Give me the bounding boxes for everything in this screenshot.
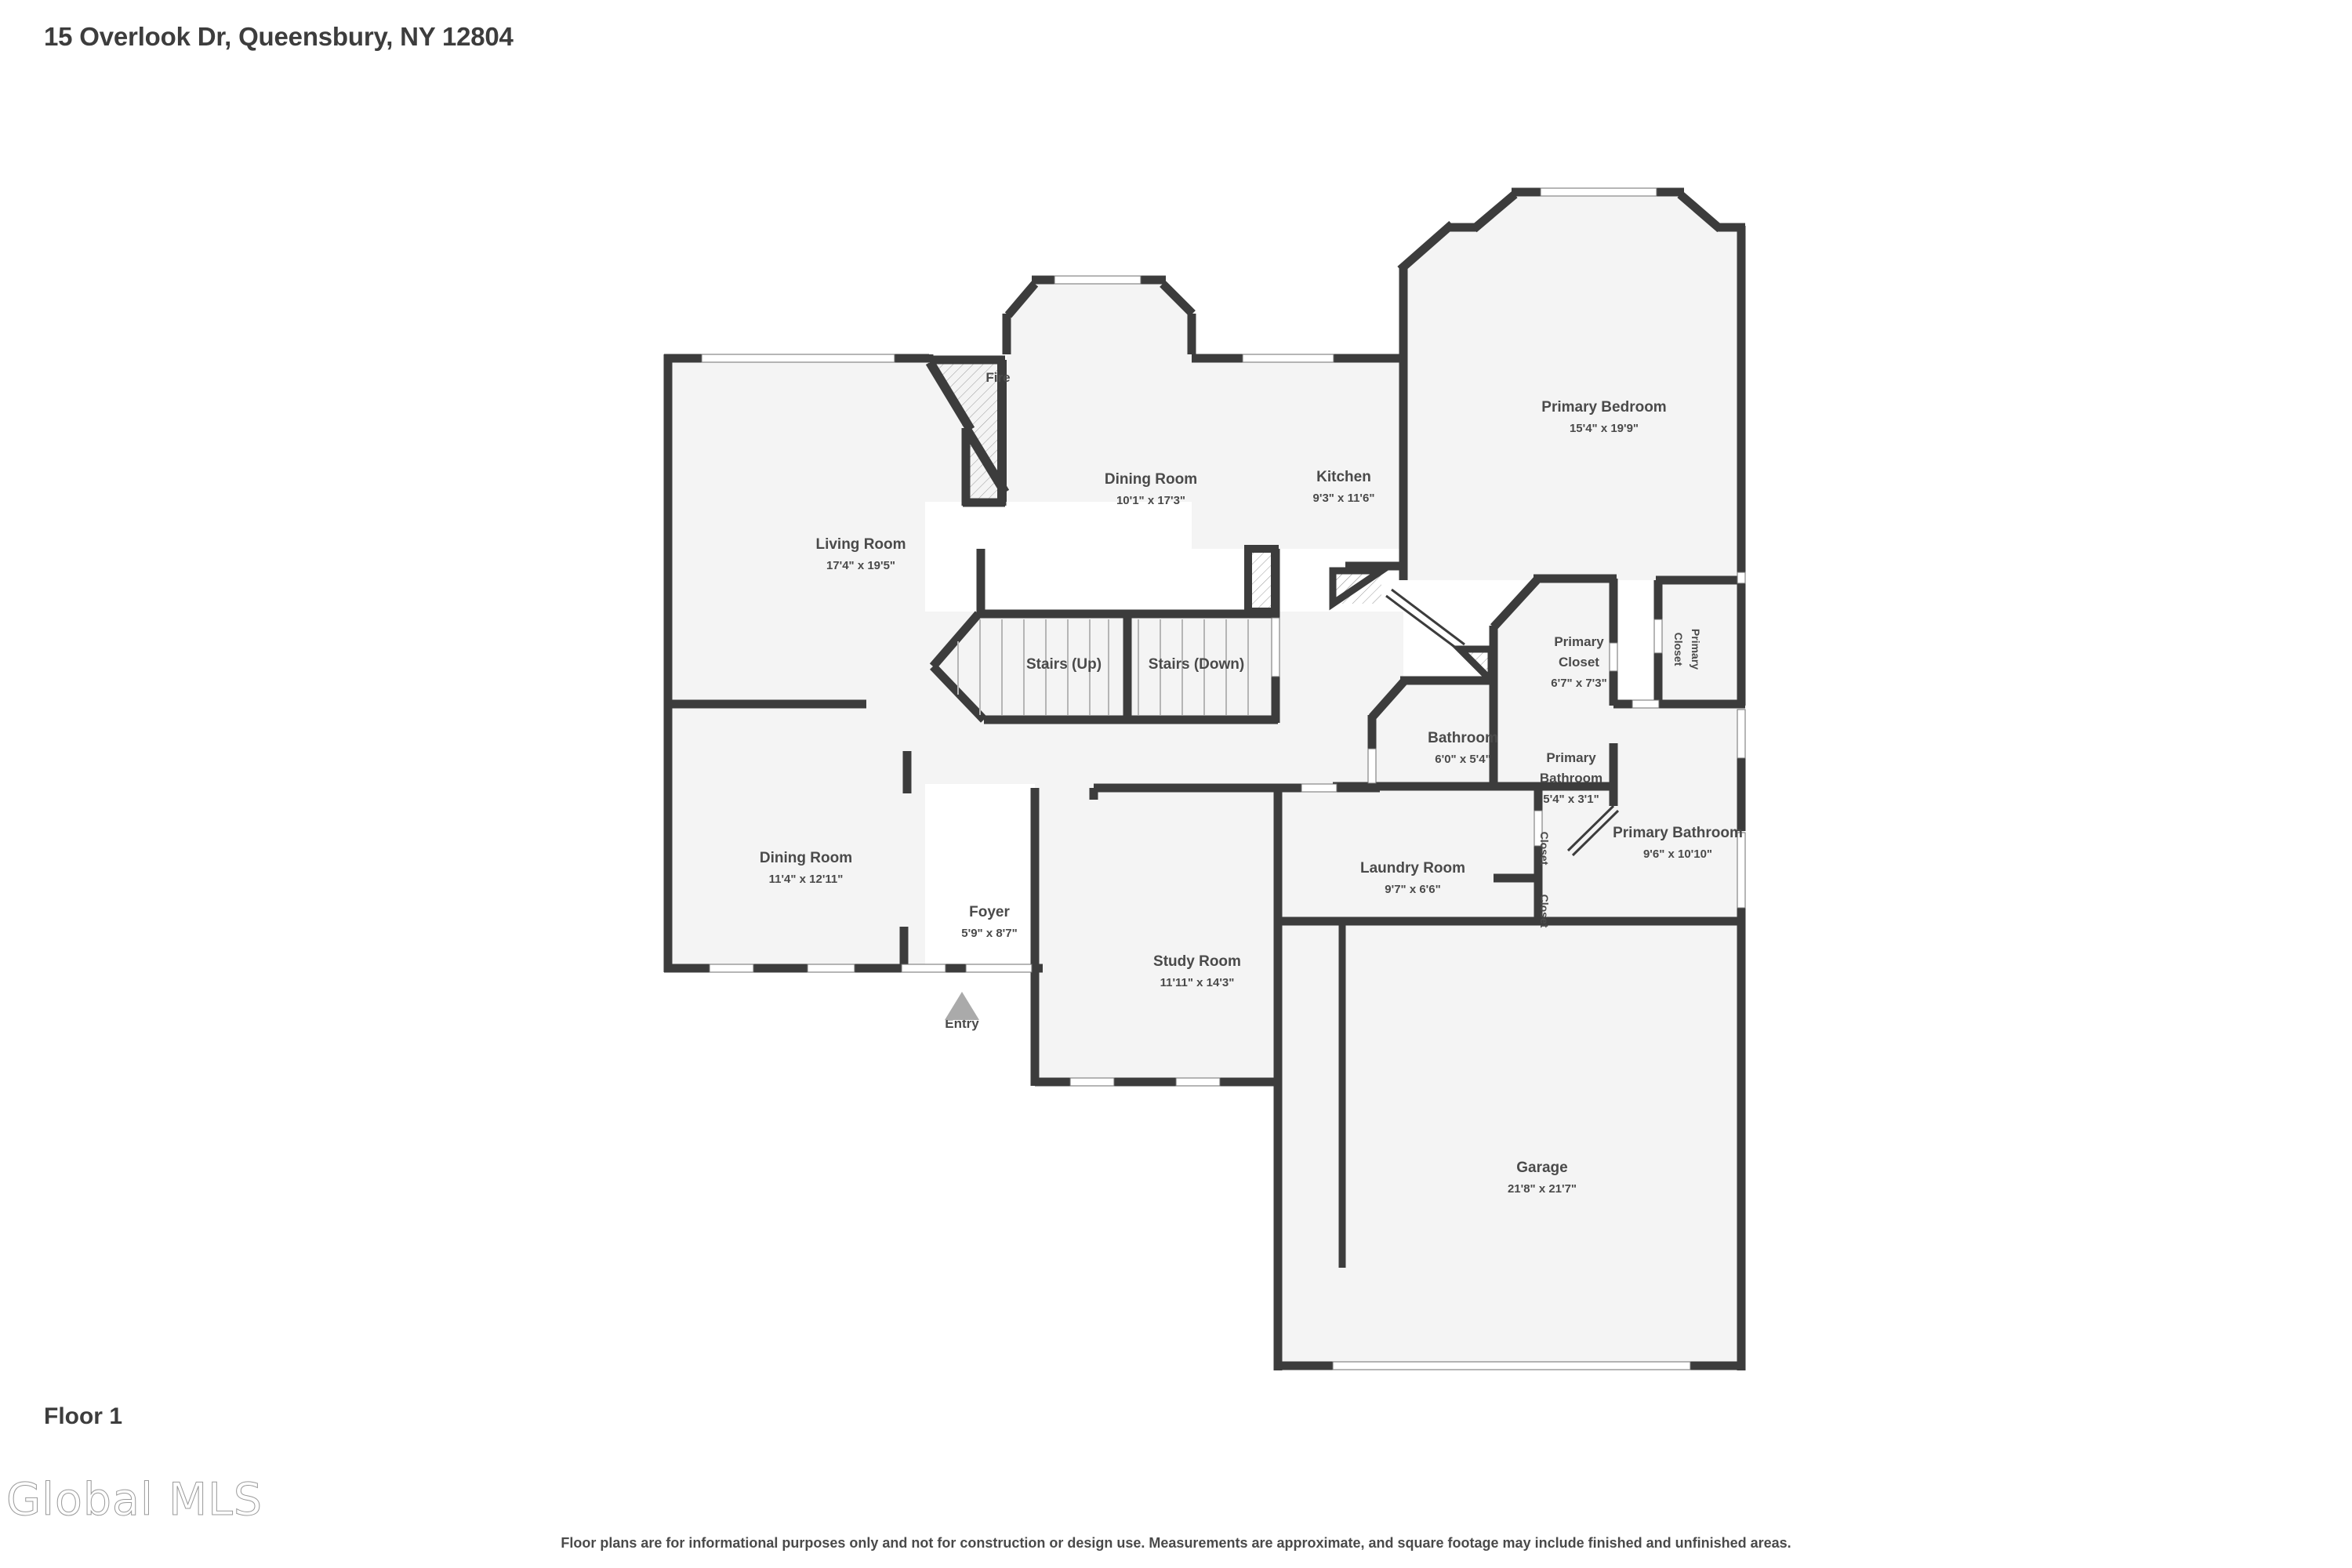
- room-label-dining-room-upper: Dining Room 10'1" x 17'3": [1105, 471, 1197, 507]
- room-name: Laundry Room: [1360, 860, 1465, 877]
- room-dimensions: 6'0" x 5'4": [1435, 753, 1490, 766]
- room-name: Foyer: [969, 904, 1010, 920]
- room-label-study-room: Study Room 11'11" x 14'3": [1153, 953, 1241, 989]
- closet-hatch-block: [1329, 567, 1495, 689]
- living-dining-fill: [665, 354, 1004, 972]
- room-label-living-room: Living Room 17'4" x 19'5": [815, 536, 906, 572]
- room-dimensions: 11'4" x 12'11": [769, 873, 844, 886]
- bathroom-fill: [1372, 681, 1494, 784]
- stairs-treads: [957, 619, 1249, 715]
- windows: [701, 187, 1746, 1370]
- room-name: Primary Bathroom: [1613, 825, 1743, 841]
- study-fill: [1035, 784, 1278, 1082]
- room-label-primary-bathroom: Primary Bathroom 9'6" x 10'10": [1613, 825, 1743, 861]
- room-dimensions: 17'4" x 19'5": [826, 559, 895, 572]
- room-name: Bathroom: [1428, 730, 1498, 746]
- room-name: Primary: [1546, 750, 1596, 765]
- room-dimensions: 11'11" x 14'3": [1160, 976, 1235, 989]
- room-dimensions: 15'4" x 19'9": [1570, 422, 1639, 435]
- vertical-label-text: Closet: [1538, 832, 1551, 866]
- room-floor-fills: [665, 196, 1744, 1368]
- feature-label-stairs-up: Stairs (Up): [1026, 656, 1102, 673]
- room-name-2: Closet: [1559, 655, 1599, 670]
- room-dimensions: 21'8" x 21'7": [1508, 1182, 1577, 1196]
- kitchen-fill: [1192, 354, 1403, 549]
- room-label-foyer: Foyer 5'9" x 8'7": [961, 904, 1017, 940]
- room-labels: Living Room 17'4" x 19'5" Dining Room 10'1"…: [760, 399, 1743, 1196]
- stairs-hatch-block: [1244, 545, 1279, 615]
- room-label-dining-room-lower: Dining Room 11'4" x 12'11": [760, 850, 852, 886]
- room-dimensions: 10'1" x 17'3": [1116, 494, 1185, 507]
- room-dimensions: 6'7" x 7'3": [1551, 677, 1606, 690]
- center-fill: [925, 612, 1403, 784]
- room-name: Kitchen: [1316, 469, 1371, 485]
- fireplace-hatch: [925, 355, 1010, 507]
- room-name: Primary Bedroom: [1541, 399, 1666, 416]
- entry-arrow-icon: [945, 992, 979, 1020]
- global-mls-watermark: Global MLS: [5, 1474, 263, 1526]
- room-label-garage: Garage 21'8" x 21'7": [1508, 1160, 1577, 1196]
- room-name: Dining Room: [760, 850, 852, 866]
- room-name: Living Room: [815, 536, 906, 553]
- room-dimensions: 9'3" x 11'6": [1313, 492, 1375, 505]
- room-dimensions: 5'4" x 3'1": [1543, 793, 1599, 806]
- vertical-label-closet-upper: Closet: [1538, 832, 1551, 866]
- dining-upper-fill: [1007, 282, 1192, 502]
- room-dimensions: 5'9" x 8'7": [961, 927, 1017, 940]
- room-dimensions: 9'7" x 6'6": [1385, 883, 1440, 896]
- room-name: Primary: [1554, 634, 1604, 649]
- room-name: Garage: [1516, 1160, 1567, 1176]
- disclaimer-text: Floor plans are for informational purpos…: [561, 1535, 1791, 1551]
- room-label-bathroom: Bathroom 6'0" x 5'4": [1428, 730, 1498, 766]
- room-label-kitchen: Kitchen 9'3" x 11'6": [1313, 469, 1375, 505]
- feature-label-stairs-down: Stairs (Down): [1149, 656, 1244, 673]
- primary-bathroom-upper-fill: [1613, 706, 1744, 831]
- primary-closet-right-fill: [1658, 580, 1744, 706]
- vertical-label-line-2: Closet: [1672, 633, 1685, 666]
- feature-label-fireplace: Fire: [985, 370, 1010, 385]
- primary-bedroom-fill: [1403, 196, 1744, 580]
- room-label-primary-bedroom: Primary Bedroom 15'4" x 19'9": [1541, 399, 1666, 435]
- laundry-fill: [1278, 784, 1494, 921]
- page-title: 15 Overlook Dr, Queensbury, NY 12804: [44, 22, 514, 51]
- room-label-laundry-room: Laundry Room 9'7" x 6'6": [1360, 860, 1465, 896]
- vertical-label-closet-lower: Closet: [1538, 895, 1551, 928]
- primary-bathroom-fill: [1494, 784, 1744, 921]
- floor-label: Floor 1: [44, 1403, 123, 1429]
- primary-closet-center-fill: [1494, 580, 1613, 784]
- room-name-2: Bathroom: [1540, 771, 1602, 786]
- vertical-label-text: Closet: [1538, 895, 1551, 928]
- vertical-label-line-1: Primary: [1690, 629, 1702, 670]
- garage-fill: [1278, 921, 1744, 1368]
- room-name: Study Room: [1153, 953, 1241, 970]
- door-swings: [1385, 588, 1620, 857]
- room-name: Dining Room: [1105, 471, 1197, 488]
- vertical-label-primary-closet-2: Primary Closet: [1672, 629, 1702, 670]
- room-dimensions: 9'6" x 10'10": [1643, 848, 1712, 861]
